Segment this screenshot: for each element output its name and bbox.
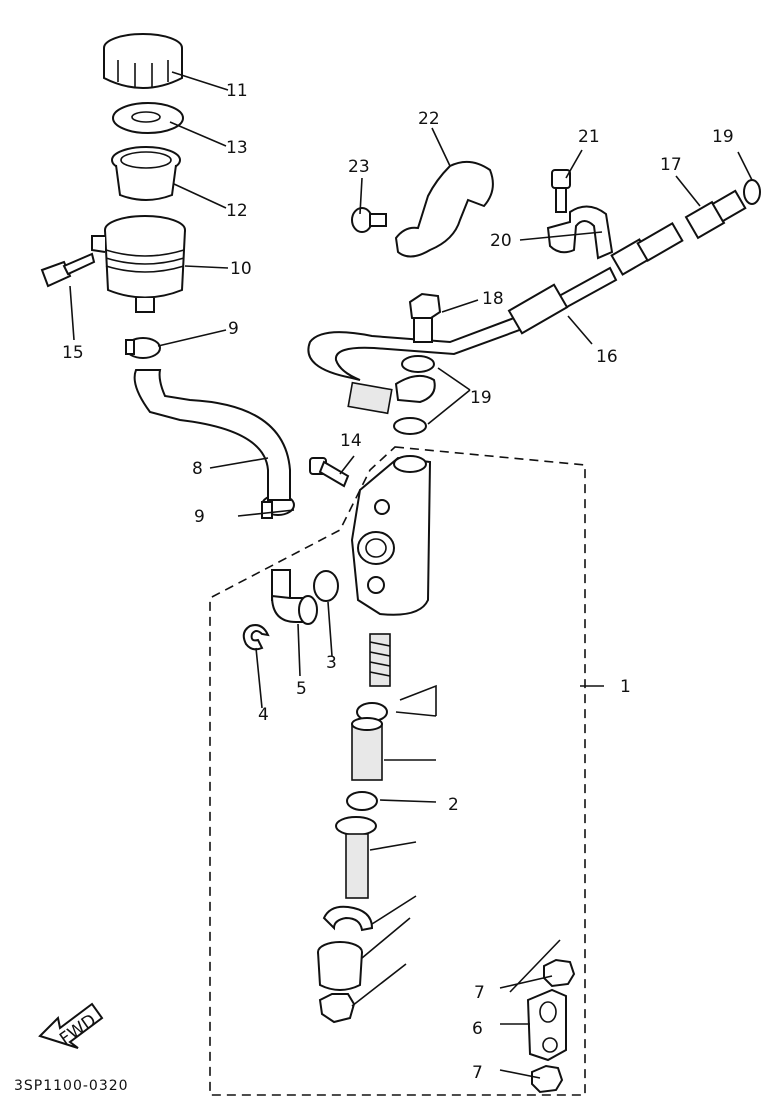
callout-20: 20 <box>490 231 512 251</box>
part-7-nut-upper <box>543 958 576 988</box>
part-2-spring <box>369 633 391 687</box>
callout-9-upper: 9 <box>228 319 239 339</box>
part-2-boot <box>317 941 363 991</box>
part-6-clevis <box>526 988 567 1062</box>
assembly-1-boundary <box>209 446 586 1096</box>
callout-7-lower: 7 <box>472 1063 483 1083</box>
part-20-hose-clamp <box>546 205 614 260</box>
part-2-nut <box>318 993 356 1024</box>
callout-3: 3 <box>326 653 337 673</box>
part-14-union-bolt <box>309 457 350 488</box>
callout-22: 22 <box>418 109 440 129</box>
part-11-reservoir-cap <box>103 33 183 89</box>
part-12-diaphragm <box>111 146 181 201</box>
part-19-washer-upper <box>401 355 435 373</box>
callout-23: 23 <box>348 157 370 177</box>
callout-9-lower: 9 <box>194 507 205 527</box>
part-18-union-bolt <box>408 292 442 343</box>
part-10-reservoir-body <box>91 215 186 313</box>
callout-4: 4 <box>258 705 269 725</box>
callout-19-right: 19 <box>712 127 734 147</box>
part-16-brake-hose <box>307 266 618 381</box>
callout-14: 14 <box>340 431 362 451</box>
part-2-piston <box>351 717 383 781</box>
callout-8: 8 <box>192 459 203 479</box>
part-13-diaphragm-plate <box>112 102 184 134</box>
part-23-bolt <box>351 207 387 233</box>
part-21-bolt <box>551 169 571 213</box>
part-5-hose-elbow <box>270 569 318 625</box>
part-17-hose-fitting <box>684 189 747 240</box>
master-cylinder-body <box>350 455 432 616</box>
callout-1: 1 <box>620 677 631 697</box>
part-19-banjo-fitting <box>394 374 436 404</box>
part-15-bolt <box>40 252 96 288</box>
part-2-cup-lower <box>346 791 378 811</box>
part-19-washer-lower <box>393 417 427 435</box>
part-9-hose-clamp-upper <box>125 337 161 359</box>
callout-19-center: 19 <box>470 388 492 408</box>
fwd-direction-arrow: FWD <box>38 1002 104 1050</box>
leader-lines <box>69 71 753 1079</box>
callout-11: 11 <box>226 81 248 101</box>
callout-16: 16 <box>596 347 618 367</box>
callout-7-upper: 7 <box>474 983 485 1003</box>
part-4-circlip <box>242 624 270 651</box>
diagram-code: 3SP1100-0320 <box>14 1078 129 1094</box>
part-3-o-ring <box>313 570 339 602</box>
callout-17: 17 <box>660 155 682 175</box>
part-2-push-rod <box>335 816 377 899</box>
part-19-washer-right <box>743 179 761 205</box>
callout-10: 10 <box>230 259 252 279</box>
callout-15: 15 <box>62 343 84 363</box>
callout-12: 12 <box>226 201 248 221</box>
part-22-bracket <box>394 160 494 258</box>
callout-21: 21 <box>578 127 600 147</box>
callout-6: 6 <box>472 1019 483 1039</box>
callout-18: 18 <box>482 289 504 309</box>
callout-13: 13 <box>226 138 248 158</box>
callout-5: 5 <box>296 679 307 699</box>
part-8-reservoir-hose <box>133 369 291 501</box>
part-2-circlip <box>322 905 374 932</box>
callout-2: 2 <box>448 795 459 815</box>
part-7-nut-lower <box>531 1064 564 1094</box>
part-16-hose-fitting <box>347 221 684 415</box>
